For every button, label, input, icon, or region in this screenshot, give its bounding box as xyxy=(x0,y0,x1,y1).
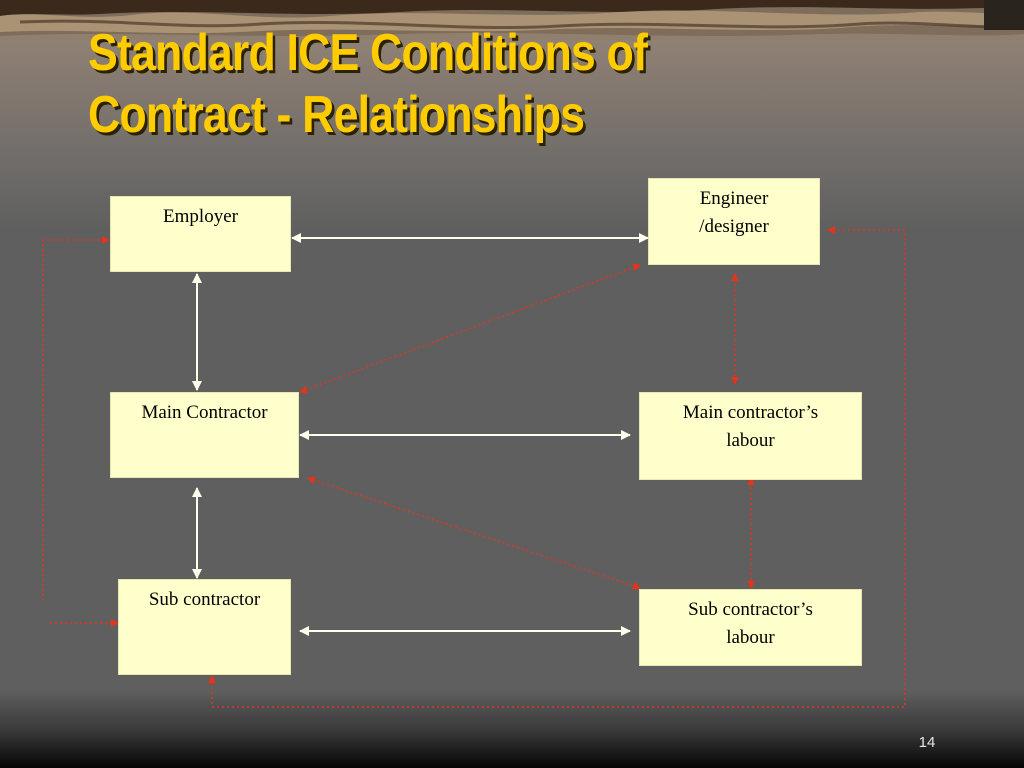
employer-box: Employer xyxy=(110,196,291,272)
main-labour-label-line-2: labour xyxy=(726,430,775,451)
dotted-main-contractor-sub-labour xyxy=(307,476,641,590)
dotted-engineer-sub-contractor-loop xyxy=(208,226,906,708)
main-labour-label-line-1: Main contractor’s xyxy=(682,402,819,423)
dotted-engineer-main-contractor xyxy=(299,263,641,394)
header-banner xyxy=(0,0,1024,40)
main-contractor-label: Main Contractor xyxy=(141,402,268,423)
engineer-designer-box: Engineer /designer xyxy=(648,178,820,265)
title-line-1: Standard ICE Conditions of xyxy=(88,24,648,82)
page-number: 14 xyxy=(918,734,936,751)
sub-labour-label-line-2: labour xyxy=(726,627,775,648)
main-contractor-labour-box: Main contractor’s labour xyxy=(639,392,862,480)
sub-contractor-label: Sub contractor xyxy=(148,589,261,610)
dotted-employer-sub-contractor-loop xyxy=(42,236,110,600)
main-contractor-box: Main Contractor xyxy=(110,392,299,478)
slide-title: Standard ICE Conditions of Contract - Re… xyxy=(88,22,742,146)
employer-label: Employer xyxy=(163,206,238,227)
engineer-label-line-2: /designer xyxy=(699,216,769,237)
sub-labour-label-line-1: Sub contractor’s xyxy=(688,599,813,620)
sub-contractor-box: Sub contractor xyxy=(118,579,291,675)
engineer-label-line-1: Engineer xyxy=(699,188,769,209)
sub-contractor-labour-box: Sub contractor’s labour xyxy=(639,589,862,666)
title-line-2: Contract - Relationships xyxy=(88,86,585,144)
